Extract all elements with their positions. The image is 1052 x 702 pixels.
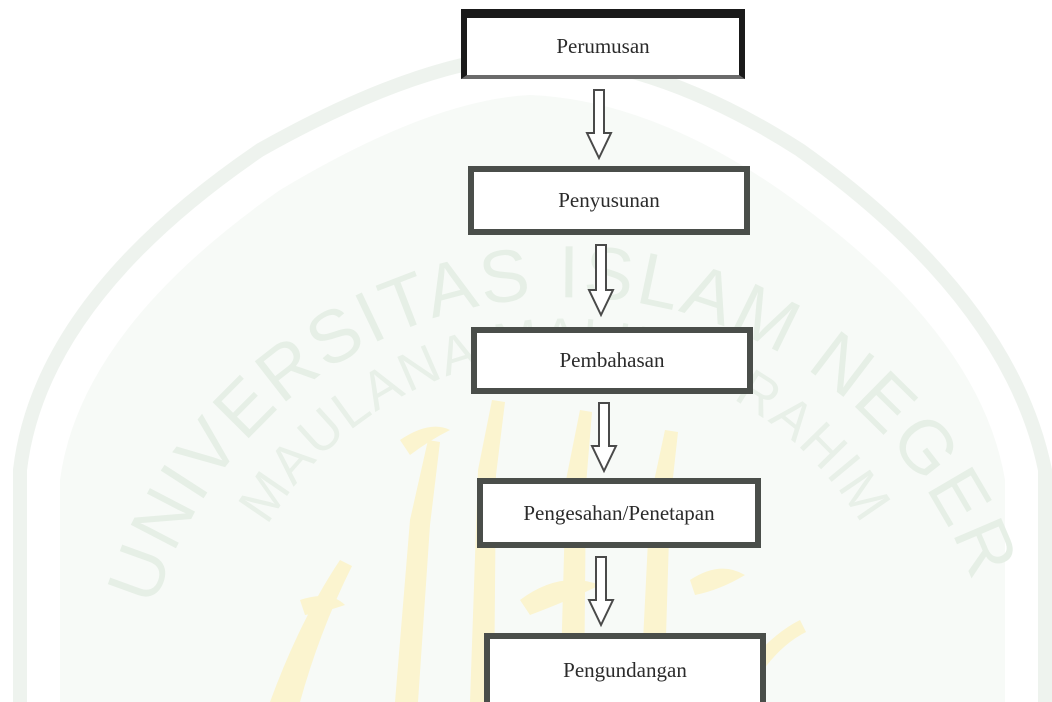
step-label: Penyusunan <box>558 188 660 212</box>
step-label: Pengundangan <box>563 658 687 682</box>
step-box-pembahasan: Pembahasan <box>471 327 753 394</box>
step-label: Pembahasan <box>559 348 665 372</box>
step-box-pengundangan: Pengundangan <box>484 633 766 702</box>
step-box-pengesahan-penetapan: Pengesahan/Penetapan <box>477 478 761 548</box>
down-arrow-icon <box>587 244 615 318</box>
down-arrow-icon <box>585 89 613 161</box>
down-arrow-icon <box>590 402 618 474</box>
step-label: Perumusan <box>556 34 650 58</box>
step-box-perumusan: Perumusan <box>461 9 745 79</box>
down-arrow-icon <box>587 556 615 628</box>
step-label: Pengesahan/Penetapan <box>523 500 715 525</box>
step-box-penyusunan: Penyusunan <box>468 166 750 235</box>
